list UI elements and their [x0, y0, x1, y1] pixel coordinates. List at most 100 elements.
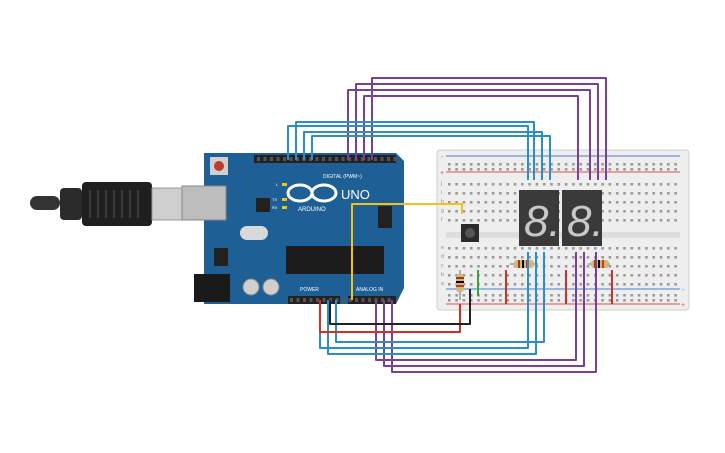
- wire-red[interactable]: [319, 300, 461, 333]
- header-pin[interactable]: [342, 298, 345, 302]
- wire-purple-4[interactable]: [371, 77, 607, 180]
- header-pin[interactable]: [263, 157, 267, 161]
- header-pin[interactable]: [368, 298, 371, 302]
- breadboard-hole: [667, 256, 670, 259]
- breadboard-hole: [455, 265, 458, 268]
- wire-blue-3[interactable]: [303, 131, 543, 180]
- power-header[interactable]: [288, 296, 340, 304]
- breadboard-hole: [462, 294, 466, 297]
- header-pin[interactable]: [335, 157, 338, 161]
- breadboard-hole: [499, 247, 502, 250]
- breadboard-hole: [667, 183, 670, 186]
- wire-purple-3[interactable]: [363, 95, 579, 180]
- breadboard-hole: [462, 256, 466, 259]
- breadboard-hole: [499, 168, 502, 171]
- header-pin[interactable]: [316, 298, 319, 302]
- breadboard-hole: [601, 163, 604, 166]
- analog-header[interactable]: [348, 296, 396, 304]
- breadboard-hole: [579, 294, 582, 297]
- breadboard-hole: [455, 219, 458, 222]
- seven-segment-right[interactable]: 8.: [562, 190, 604, 246]
- breadboard-hole: [623, 163, 626, 166]
- header-pin[interactable]: [341, 157, 345, 161]
- header-pin[interactable]: [322, 298, 326, 302]
- breadboard-hole: [623, 265, 626, 268]
- breadboard-hole: [579, 256, 582, 259]
- header-pin[interactable]: [348, 157, 351, 161]
- brand-label: ARDUINO: [298, 207, 326, 213]
- breadboard-hole: [535, 183, 539, 186]
- breadboard-hole: [667, 201, 670, 204]
- breadboard-hole: [623, 283, 626, 286]
- breadboard-hole: [579, 163, 582, 166]
- header-pin[interactable]: [290, 298, 293, 302]
- header-pin[interactable]: [296, 298, 300, 302]
- breadboard-hole: [608, 274, 612, 277]
- header-pin[interactable]: [303, 298, 306, 302]
- breadboard-hole: [521, 168, 524, 171]
- wire-yellow[interactable]: [351, 203, 463, 300]
- reset-button-cap[interactable]: [214, 161, 224, 171]
- breadboard-hole: [550, 274, 553, 277]
- breadboard-hole: [491, 163, 495, 166]
- header-pin[interactable]: [283, 157, 286, 161]
- header-pin[interactable]: [289, 157, 293, 161]
- header-pin[interactable]: [361, 157, 364, 161]
- header-pin[interactable]: [367, 157, 371, 161]
- breadboard-hole: [637, 168, 641, 171]
- wire-purple-7[interactable]: [391, 252, 597, 373]
- header-pin[interactable]: [309, 157, 312, 161]
- breadboard-hole: [484, 247, 488, 250]
- atmega-chip: [286, 246, 384, 274]
- breadboard-hole: [645, 283, 648, 286]
- header-pin[interactable]: [257, 157, 260, 161]
- breadboard-hole: [542, 183, 546, 186]
- wire-blue-4[interactable]: [311, 135, 551, 180]
- header-pin[interactable]: [309, 298, 313, 302]
- wire-blue-6[interactable]: [327, 252, 537, 355]
- resistor-1[interactable]: [456, 270, 464, 300]
- header-pin[interactable]: [393, 157, 397, 161]
- breadboard-hole: [491, 192, 495, 195]
- breadboard-hole: [645, 294, 648, 297]
- breadboard-hole: [601, 168, 604, 171]
- header-pin[interactable]: [348, 298, 352, 302]
- wire-purple-5[interactable]: [375, 252, 577, 361]
- pushbutton[interactable]: [461, 224, 479, 242]
- header-pin[interactable]: [374, 157, 377, 161]
- breadboard-hole: [477, 247, 480, 250]
- usb-cable[interactable]: [30, 182, 185, 226]
- header-pin[interactable]: [361, 298, 365, 302]
- header-pin[interactable]: [315, 157, 319, 161]
- breadboard-hole: [601, 183, 604, 186]
- breadboard-hole: [455, 256, 458, 259]
- header-pin[interactable]: [296, 157, 299, 161]
- breadboard-hole: [521, 299, 524, 302]
- breadboard-hole: [491, 219, 495, 222]
- header-pin[interactable]: [276, 157, 280, 161]
- breadboard-hole: [535, 163, 539, 166]
- wire-black[interactable]: [329, 289, 471, 325]
- wire-blue-2[interactable]: [295, 121, 535, 180]
- header-pin[interactable]: [387, 157, 390, 161]
- seven-segment-left[interactable]: 8.: [519, 190, 561, 246]
- wire-blue-1[interactable]: [287, 125, 529, 180]
- header-pin[interactable]: [355, 298, 358, 302]
- breadboard-hole: [521, 183, 524, 186]
- arduino-board[interactable]: UNO ARDUINO DIGITAL (PWM~) ANALOG IN POW…: [181, 153, 404, 304]
- breadboard-hole: [645, 168, 648, 171]
- header-pin[interactable]: [380, 157, 384, 161]
- header-pin[interactable]: [328, 157, 332, 161]
- header-pin[interactable]: [322, 157, 325, 161]
- breadboard-hole: [615, 210, 619, 213]
- wire-blue-7[interactable]: [335, 252, 545, 343]
- breadboard-hole: [491, 201, 495, 204]
- header-pin[interactable]: [270, 157, 273, 161]
- breadboard-hole: [637, 283, 641, 286]
- breadboard-hole: [484, 299, 488, 302]
- header-pin[interactable]: [387, 298, 391, 302]
- breadboard-hole: [550, 294, 553, 297]
- breadboard-hole: [637, 294, 641, 297]
- breadboard-hole: [667, 192, 670, 195]
- header-pin[interactable]: [381, 298, 384, 302]
